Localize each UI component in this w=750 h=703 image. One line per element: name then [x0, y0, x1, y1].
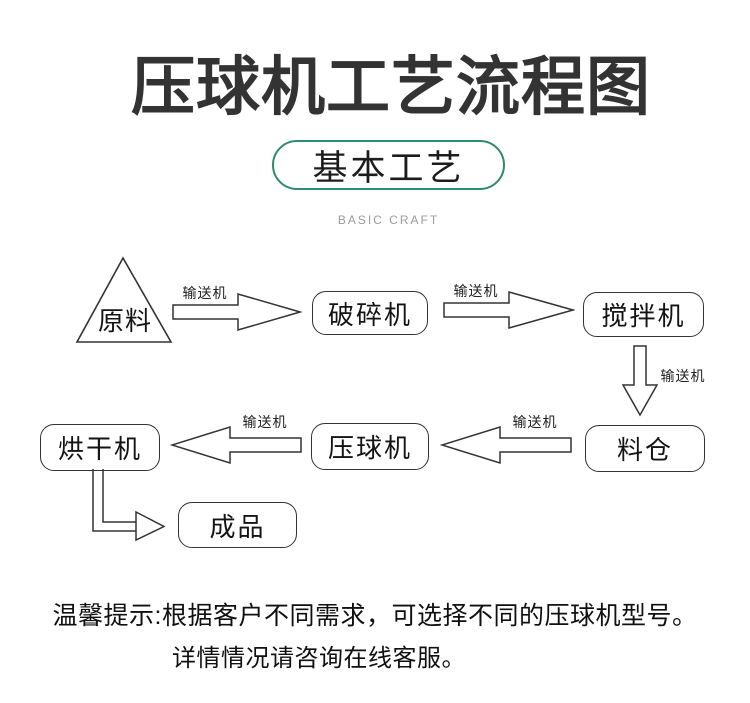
arrow-right-icon	[443, 291, 575, 329]
raw-material-triangle-icon	[75, 256, 173, 343]
arrow-left-icon	[170, 425, 302, 465]
conveyor-label: 输送机	[512, 414, 558, 430]
node-crusher: 破碎机	[312, 291, 428, 335]
tip-note-line2: 详情情况请咨询在线客服。	[172, 645, 466, 672]
elbow-arrow-icon	[92, 469, 166, 542]
arrow-down-icon	[621, 345, 659, 417]
node-mixer: 搅拌机	[583, 292, 704, 337]
section-badge-label: 基本工艺	[312, 148, 465, 188]
node-raw-material: 原料	[97, 306, 152, 336]
conveyor-label: 输送机	[453, 283, 499, 299]
section-subtitle: BASIC CRAFT	[337, 213, 440, 227]
conveyor-label: 输送机	[242, 414, 288, 430]
section-badge: 基本工艺	[272, 140, 505, 190]
tip-note-line1: 温馨提示:根据客户不同需求，可选择不同的压球机型号。	[52, 602, 698, 630]
node-briquette-press: 压球机	[311, 423, 429, 470]
node-silo: 料仓	[585, 425, 705, 472]
conveyor-label: 输送机	[660, 368, 706, 384]
node-dryer: 烘干机	[40, 424, 160, 471]
node-finished-product: 成品	[178, 502, 297, 548]
arrow-right-icon	[172, 293, 302, 331]
arrow-left-icon	[440, 425, 572, 465]
page-title: 压球机工艺流程图	[131, 51, 651, 123]
tip-note: 温馨提示:根据客户不同需求，可选择不同的压球机型号。 详情情况请咨询在线客服。	[0, 601, 750, 674]
conveyor-label: 输送机	[182, 285, 228, 301]
